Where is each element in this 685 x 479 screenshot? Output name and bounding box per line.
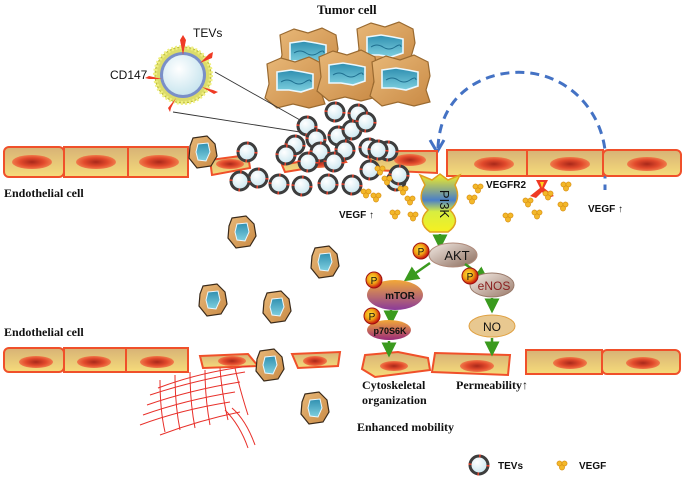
feedback-arrow (436, 70, 607, 190)
tev-lumen (163, 55, 203, 95)
vegf-cluster (407, 211, 419, 222)
mtor-node (367, 280, 423, 310)
no-label: NO (483, 320, 501, 334)
p70s6k-node (367, 320, 411, 340)
tev (275, 144, 297, 166)
vegf-cluster (502, 212, 514, 223)
phospho-label: P (418, 247, 425, 258)
akt-node (428, 242, 478, 268)
tev (323, 151, 345, 173)
vegf-up-label-right: VEGF ↑ (588, 204, 624, 215)
phospho-label: P (467, 272, 474, 283)
legend: TEVs VEGF (468, 454, 606, 476)
tevs-callout-label: TEVs (193, 26, 223, 40)
phospho-label: P (371, 276, 378, 287)
legend-tev-icon (468, 454, 490, 476)
vegf-cluster (472, 183, 484, 194)
tev (324, 101, 346, 123)
vegf-cluster (522, 197, 534, 208)
enos-node (469, 272, 515, 298)
legend-tevs-label: TEVs (498, 461, 523, 472)
permeability-label: Permeability↑ (456, 378, 528, 392)
tumor-cell-cluster (264, 21, 431, 109)
extracellular-matrix (139, 365, 256, 449)
phospho-label: P (369, 312, 376, 323)
tumor-cell (369, 54, 431, 107)
tumor-cell-small (262, 290, 292, 324)
vegf-cluster (466, 194, 478, 205)
legend-vegf-label: VEGF (579, 461, 606, 472)
tev (268, 173, 290, 195)
legend-vegf-icon (556, 460, 568, 471)
vegf-cluster (404, 195, 416, 206)
transmigrating-tumor-cell (255, 348, 285, 382)
pi3k-label: PI3K (437, 190, 452, 219)
vegf-cluster (397, 185, 409, 196)
tev-callout (145, 35, 301, 133)
tev (367, 139, 389, 161)
vegf-cluster (557, 201, 569, 212)
phospho-icon (365, 271, 383, 289)
phospho-icon (461, 267, 479, 285)
tumor-cell (316, 49, 378, 102)
vegf-up-label-left: VEGF ↑ (339, 210, 375, 221)
cytoskeletal-line1: Cytoskeletal (362, 378, 426, 392)
vegf-cluster (560, 181, 572, 192)
tev (236, 141, 258, 163)
endothelial-cell-label-bottom: Endothelial cell (4, 325, 84, 339)
vegfr2-label: VEGFR2 (486, 180, 527, 191)
endothelial-cell-label-top: Endothelial cell (4, 186, 84, 200)
tumor-cell-small (310, 245, 340, 279)
tev (247, 167, 269, 189)
tev (341, 174, 363, 196)
tev (388, 164, 410, 186)
enos-label: eNOS (478, 279, 511, 293)
no-node (468, 314, 516, 338)
vegf-cluster (542, 190, 554, 201)
tev (317, 173, 339, 195)
phospho-icon (363, 307, 381, 325)
tumor-cell-small (198, 283, 228, 317)
cd147-markers (145, 35, 218, 112)
p70s6k-label: p70S6K (373, 326, 407, 336)
callout-line (214, 71, 301, 121)
pi3k-node: PI3K (418, 173, 462, 233)
akt-label: AKT (444, 248, 469, 263)
callout-line (172, 111, 301, 133)
migrating-tumor-cells (198, 215, 340, 425)
signaling-pathway: PI3K AKT P mTOR P eNOS P p70S6K P NO (363, 173, 516, 358)
tev (229, 170, 251, 192)
tev (355, 111, 377, 133)
mtor-label: mTOR (385, 291, 416, 302)
cytoskeletal-organization-label: Cytoskeletal organization (362, 378, 427, 408)
cytoskeletal-line2: organization (362, 393, 427, 407)
enhanced-mobility-label: Enhanced mobility (357, 420, 455, 434)
tev (291, 175, 313, 197)
tevs-scatter (229, 101, 410, 197)
tumor-cell-small (227, 215, 257, 249)
vegf-cluster (360, 188, 372, 199)
tumor-cell (264, 56, 326, 109)
cd147-label: CD147 (110, 68, 148, 82)
vegf-cluster (370, 192, 382, 203)
tev (297, 151, 319, 173)
tumor-cell-small (300, 391, 330, 425)
extravasating-tumor-cell (188, 135, 218, 169)
phospho-icon (412, 242, 430, 260)
vegf-cluster (389, 209, 401, 220)
tumor-cell-label: Tumor cell (317, 2, 377, 17)
bottom-endothelium (3, 347, 681, 382)
vegf-cluster (531, 209, 543, 220)
